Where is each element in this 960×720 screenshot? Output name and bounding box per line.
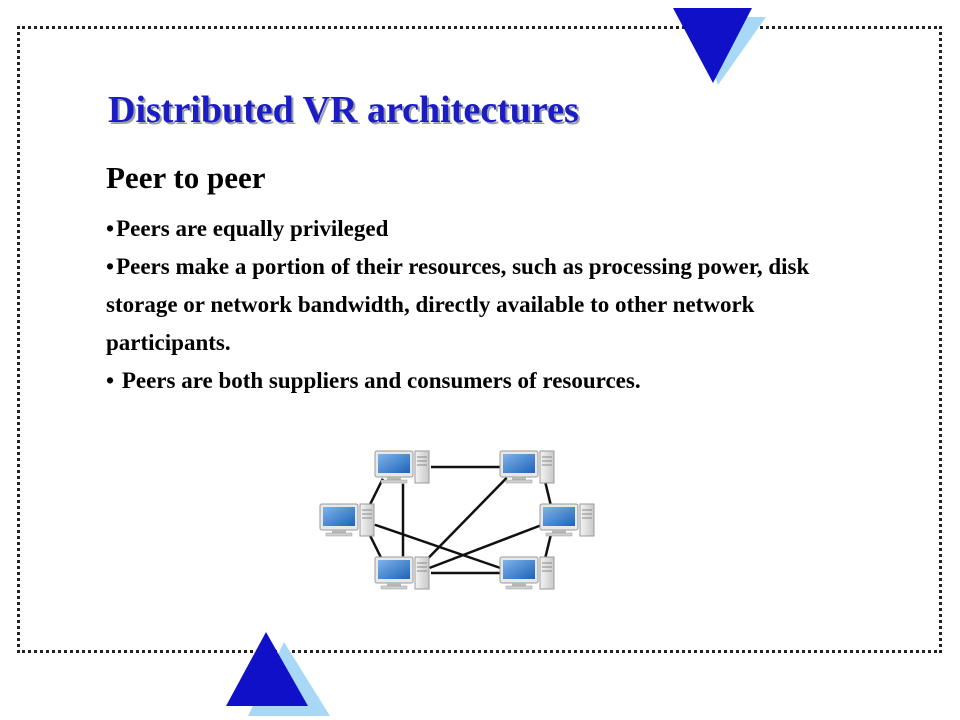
slide-subtitle: Peer to peer: [106, 160, 266, 195]
bottom-left-triangle-icon: [226, 632, 330, 716]
network-link: [543, 533, 553, 560]
bullet-text: Peers are equally privileged: [116, 216, 389, 241]
bullet-marker: •: [106, 368, 120, 393]
computer-icon: [319, 503, 375, 537]
computer-icon: [499, 450, 555, 484]
dotted-frame: [17, 26, 942, 653]
bullet-item: •Peers are equally privileged: [106, 210, 866, 248]
bullet-text: Peers make a portion of their resources,…: [106, 254, 810, 355]
bullet-list: •Peers are equally privileged •Peers mak…: [106, 210, 866, 400]
network-link: [429, 523, 542, 570]
top-right-triangle-icon: [673, 8, 766, 85]
computer-icon: [539, 503, 595, 537]
network-link: [423, 476, 508, 564]
network-link: [367, 531, 384, 562]
bullet-item: •Peers make a portion of their resources…: [106, 248, 866, 362]
network-link: [367, 478, 384, 509]
bullet-marker: •: [106, 216, 115, 241]
slide-title: Distributed VR architectures: [108, 89, 579, 131]
bullet-item: • Peers are both suppliers and consumers…: [106, 362, 866, 400]
bullet-text: Peers are both suppliers and consumers o…: [121, 368, 641, 393]
network-link: [374, 523, 502, 570]
computer-icon: [374, 556, 430, 590]
bullet-marker: •: [106, 254, 115, 279]
computer-icon: [374, 450, 430, 484]
peer-to-peer-network-diagram: [319, 450, 595, 590]
network-link: [543, 480, 553, 507]
computer-icon: [499, 556, 555, 590]
